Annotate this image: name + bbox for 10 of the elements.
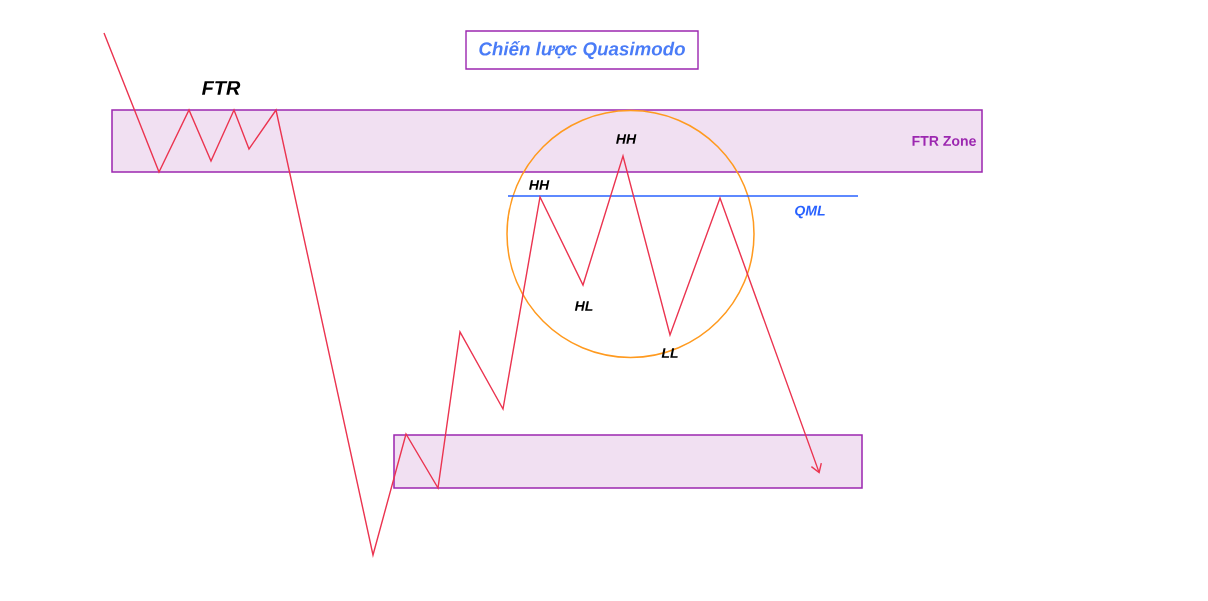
price-path-arrow — [103, 32, 822, 558]
circle-highlight — [506, 109, 755, 359]
point-label: LL — [661, 348, 678, 358]
zone-box — [393, 434, 863, 489]
title-box: Chiến lược Quasimodo — [465, 30, 699, 70]
point-label: HH — [616, 134, 637, 144]
point-label: FTR — [202, 81, 241, 95]
point-label: QML — [795, 205, 825, 219]
point-label: HH — [529, 180, 550, 190]
point-label: HL — [574, 301, 593, 311]
